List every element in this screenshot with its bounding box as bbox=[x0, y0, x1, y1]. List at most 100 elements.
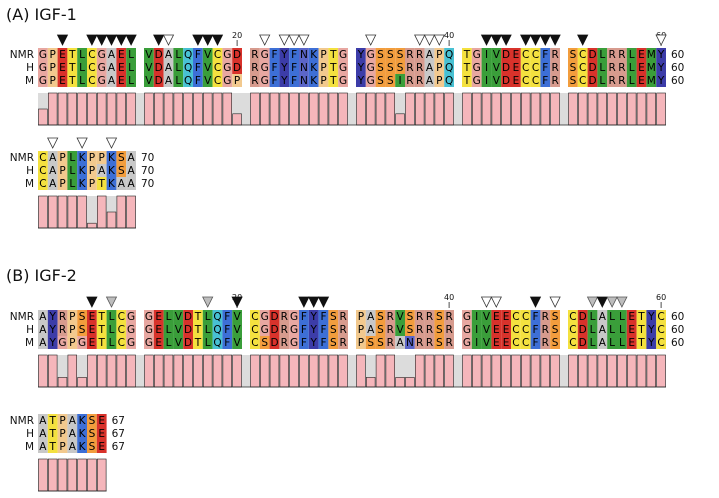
conservation-bar bbox=[481, 92, 492, 126]
residue-letter: I bbox=[485, 49, 488, 61]
residue-letter: Y bbox=[309, 311, 317, 323]
residue-letter: G bbox=[58, 337, 66, 349]
residue-cell bbox=[96, 414, 107, 427]
residue-cell bbox=[193, 61, 203, 74]
residue-letter: G bbox=[339, 62, 347, 74]
residue-cell bbox=[279, 48, 290, 61]
residue-cell bbox=[144, 336, 154, 349]
residue-cell bbox=[481, 74, 492, 87]
residue-cell bbox=[183, 310, 193, 323]
residue-letter: G bbox=[473, 62, 481, 74]
residue-letter: P bbox=[50, 62, 56, 74]
conservation-bar bbox=[289, 92, 299, 126]
conservation-bar bbox=[126, 195, 136, 229]
residue-cell bbox=[116, 177, 127, 190]
residue-letter: K bbox=[79, 428, 87, 440]
conservation-bar bbox=[250, 354, 260, 388]
residue-letter: S bbox=[436, 337, 443, 349]
residue-letter: R bbox=[416, 311, 423, 323]
residue-cell bbox=[173, 336, 184, 349]
residue-letter: G bbox=[98, 75, 106, 87]
residue-cell bbox=[587, 323, 598, 336]
residue-cell bbox=[636, 323, 647, 336]
conservation-bar bbox=[356, 92, 366, 126]
conservation-bar bbox=[434, 354, 444, 388]
conservation-bar bbox=[126, 92, 136, 126]
contact-marker-filled bbox=[490, 34, 502, 46]
residue-cell bbox=[87, 48, 97, 61]
sequence-end-number: 67 bbox=[112, 441, 125, 453]
residue-letter: K bbox=[108, 165, 116, 177]
contact-marker-open bbox=[298, 34, 310, 46]
residue-letter: V bbox=[493, 49, 501, 61]
residue-cell bbox=[279, 323, 290, 336]
conservation-bar bbox=[183, 92, 193, 126]
residue-letter: T bbox=[68, 62, 76, 74]
residue-cell bbox=[481, 336, 492, 349]
residue-cell bbox=[462, 336, 472, 349]
residue-cell bbox=[106, 310, 117, 323]
conservation-bar bbox=[550, 354, 560, 388]
residue-letter: R bbox=[445, 337, 452, 349]
residue-cell bbox=[183, 74, 193, 87]
residue-cell bbox=[375, 61, 386, 74]
residue-cell bbox=[318, 48, 329, 61]
residue-letter: K bbox=[108, 152, 116, 164]
residue-cell bbox=[126, 177, 136, 190]
residue-cell bbox=[77, 414, 87, 427]
residue-letter: L bbox=[590, 337, 596, 349]
residue-letter: A bbox=[49, 165, 57, 177]
residue-letter: S bbox=[79, 324, 86, 336]
residue-cell bbox=[269, 61, 280, 74]
residue-letter: N bbox=[300, 62, 308, 74]
contact-marker-filled bbox=[308, 296, 320, 308]
residue-letter: D bbox=[579, 324, 587, 336]
conservation-bar bbox=[57, 458, 68, 492]
residue-letter: P bbox=[50, 49, 56, 61]
contact-marker-open bbox=[414, 34, 426, 46]
conservation-bar bbox=[540, 92, 551, 126]
residue-letter: R bbox=[551, 62, 558, 74]
residue-letter: E bbox=[98, 441, 105, 453]
residue-cell bbox=[550, 323, 560, 336]
conservation-bar bbox=[636, 92, 647, 126]
conservation-bar bbox=[203, 354, 213, 388]
residue-cell bbox=[626, 61, 637, 74]
residue-cell bbox=[299, 61, 309, 74]
residue-letter: E bbox=[513, 62, 520, 74]
residue-cell bbox=[232, 336, 242, 349]
conservation-bar bbox=[87, 354, 97, 388]
residue-letter: L bbox=[619, 311, 625, 323]
conservation-bar bbox=[232, 354, 242, 388]
residue-cell bbox=[96, 427, 107, 440]
residue-cell bbox=[444, 336, 454, 349]
residue-letter: E bbox=[503, 324, 510, 336]
residue-letter: G bbox=[261, 311, 269, 323]
contact-marker-filled bbox=[105, 34, 118, 46]
residue-cell bbox=[96, 164, 107, 177]
conservation-bar bbox=[250, 92, 260, 126]
residue-letter: S bbox=[367, 337, 374, 349]
residue-cell bbox=[47, 414, 58, 427]
residue-cell bbox=[87, 336, 97, 349]
residue-letter: Q bbox=[213, 324, 221, 336]
residue-cell bbox=[424, 48, 435, 61]
residue-letter: P bbox=[59, 428, 65, 440]
residue-cell bbox=[259, 61, 270, 74]
conservation-bar bbox=[38, 458, 48, 492]
residue-cell bbox=[67, 151, 78, 164]
residue-letter: K bbox=[79, 415, 87, 427]
residue-cell bbox=[597, 336, 608, 349]
conservation-bar bbox=[511, 92, 521, 126]
residue-letter: A bbox=[69, 441, 77, 453]
residue-cell bbox=[163, 336, 174, 349]
residue-cell bbox=[568, 336, 578, 349]
sequence-label: NMR bbox=[10, 415, 34, 427]
sequence-end-number: 70 bbox=[141, 152, 154, 164]
residue-letter: L bbox=[629, 62, 635, 74]
conservation-bar bbox=[97, 195, 107, 229]
sequence-label: M bbox=[25, 441, 34, 453]
residue-cell bbox=[144, 74, 154, 87]
